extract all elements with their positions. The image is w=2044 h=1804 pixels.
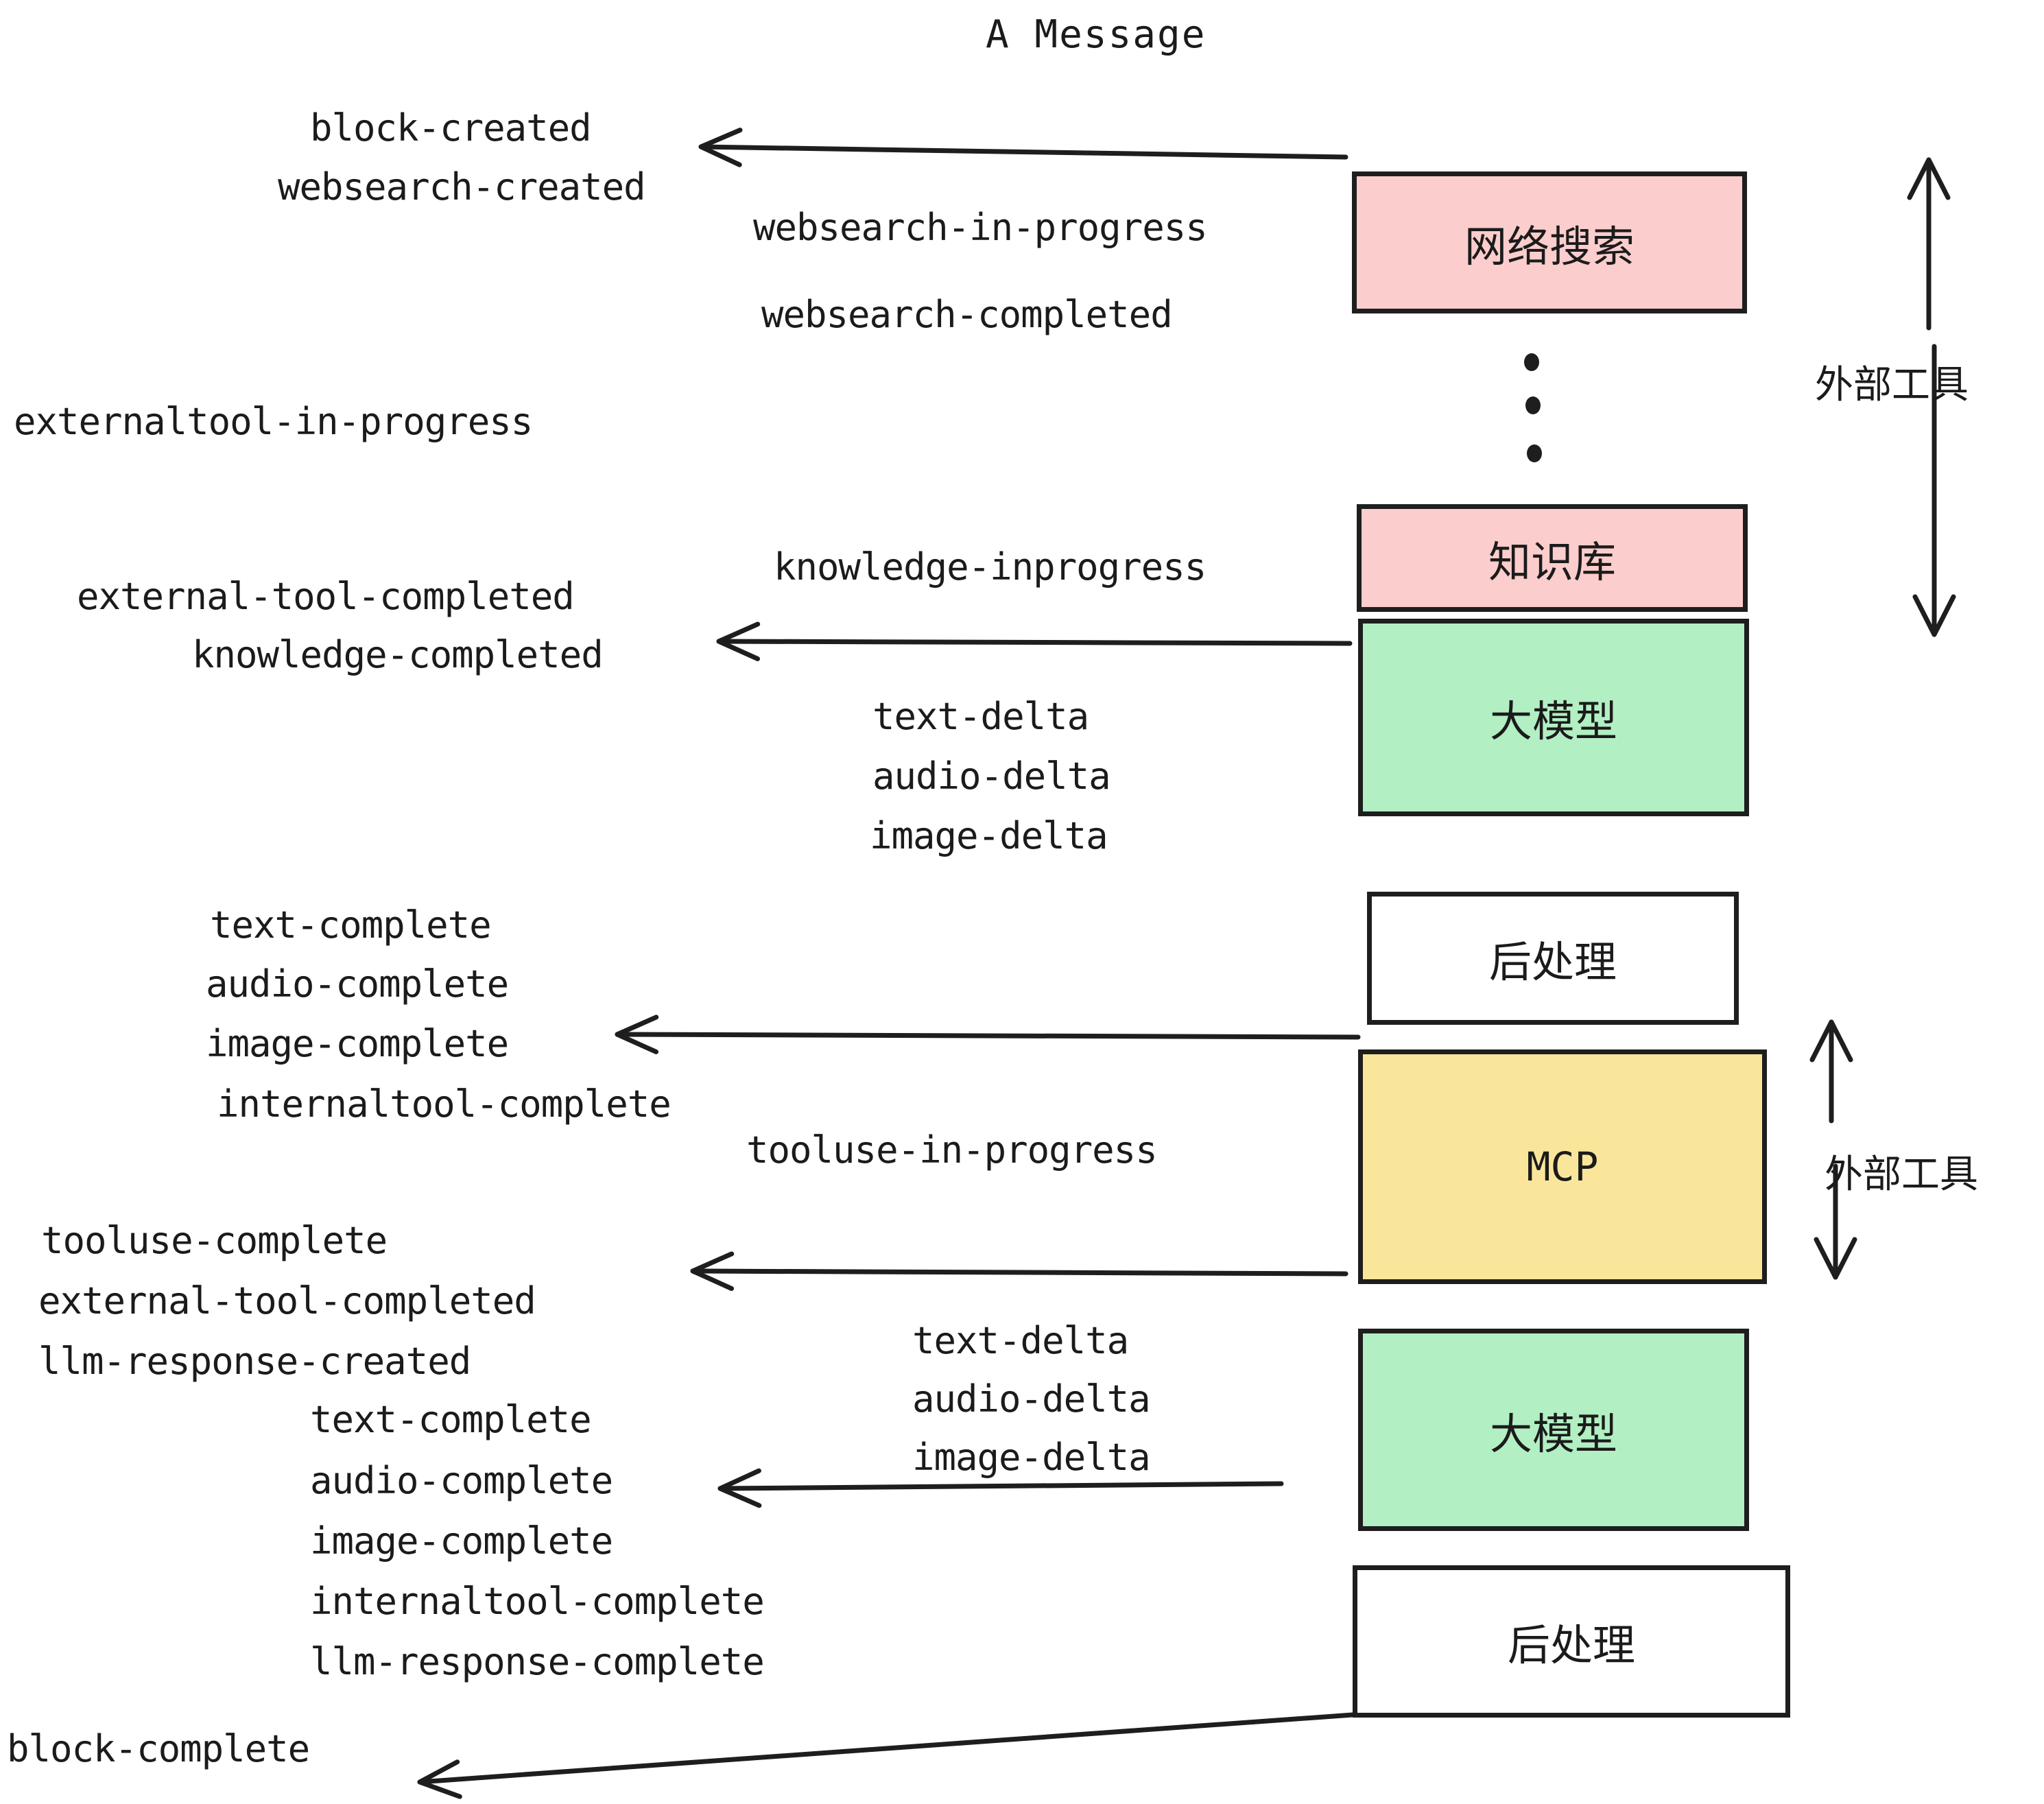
box-postprocess-1: 后处理 [1367,892,1739,1025]
box-knowledge: 知识库 [1357,504,1748,612]
event-label-tooluse-complete: tooluse-complete [41,1219,388,1262]
box-websearch: 网络搜索 [1352,171,1747,313]
external-tool-arrow-up-bottom-head [1809,1019,1853,1063]
box-postprocess-2: 后处理 [1353,1565,1790,1718]
event-label-knowledge-inprogress: knowledge-inprogress [774,545,1207,589]
arrow-websearch-to-left [698,144,1348,160]
event-label-internaltool-complete-2: internaltool-complete [310,1580,765,1623]
box-llm-1: 大模型 [1358,619,1749,816]
arrow-mcp-to-left-head [615,1014,659,1054]
event-label-text-delta-1: text-delta [872,695,1089,738]
event-label-audio-delta-2: audio-delta [912,1377,1151,1421]
event-label-websearch-in-progress: websearch-in-progress [753,206,1208,249]
event-label-text-complete-1: text-complete [210,903,492,947]
arrow-knowledge-to-left [716,639,1353,646]
box-label-llm-1: 大模型 [1489,696,1617,746]
event-label-image-delta-2: image-delta [912,1436,1151,1479]
arrow-postprocess2-to-left-head [417,1759,462,1799]
event-label-block-complete: block-complete [7,1727,310,1770]
event-label-knowledge-completed: knowledge-completed [192,633,604,676]
box-label-knowledge: 知识库 [1488,536,1616,587]
event-label-audio-complete-1: audio-complete [206,962,509,1006]
external-tool-arrow-down-bottom-head [1814,1237,1857,1280]
event-label-block-created: block-created [310,106,592,150]
arrow-mcp-to-left [615,1032,1361,1040]
external-tool-arrow-down-top-head [1912,594,1956,637]
event-label-image-complete-2: image-complete [310,1519,613,1563]
event-label-llm-response-created: llm-response-created [38,1340,471,1383]
event-label-external-tool-completed-1: external-tool-completed [77,575,575,618]
event-label-image-complete-1: image-complete [206,1022,509,1065]
box-label-websearch: 网络搜索 [1464,221,1635,272]
event-label-llm-response-complete: llm-response-complete [310,1640,765,1683]
ellipsis-dot-2 [1525,396,1541,414]
ellipsis-dot-1 [1524,353,1539,371]
arrow-postprocess-to-left [690,1268,1348,1277]
event-label-external-tool-completed-2: external-tool-completed [38,1279,536,1322]
event-label-internaltool-complete-1: internaltool-complete [217,1082,672,1126]
arrow-postprocess2-to-left [417,1712,1355,1785]
box-label-postprocess-1: 后处理 [1488,937,1617,987]
side-label-external-tool-top: 外部工具 [1815,363,1969,407]
event-label-audio-complete-2: audio-complete [310,1459,613,1502]
box-mcp: MCP [1358,1049,1767,1284]
arrow-llm2-to-left [717,1481,1284,1491]
event-label-image-delta-1: image-delta [870,814,1108,857]
arrow-llm2-to-left-head [717,1468,762,1508]
arrow-websearch-to-left-head [698,128,743,167]
event-label-text-complete-2: text-complete [310,1398,592,1441]
side-label-external-tool-bottom: 外部工具 [1825,1152,1978,1197]
page-title: A Message [986,12,1207,57]
arrow-knowledge-to-left-head [716,621,761,661]
event-label-audio-delta-1: audio-delta [872,755,1111,798]
event-label-tooluse-in-progress: tooluse-in-progress [746,1128,1158,1172]
event-label-websearch-created: websearch-created [278,165,646,209]
ellipsis-dot-3 [1527,444,1542,462]
event-label-externaltool-in-progress: externaltool-in-progress [14,400,533,443]
event-label-websearch-completed: websearch-completed [761,293,1173,336]
box-label-mcp: MCP [1526,1143,1599,1190]
box-label-llm-2: 大模型 [1489,1408,1617,1459]
external-tool-arrow-up-top-head [1907,157,1951,200]
arrow-postprocess-to-left-head [690,1251,735,1292]
event-label-text-delta-2: text-delta [912,1319,1129,1362]
box-label-postprocess-2: 后处理 [1507,1620,1635,1670]
box-llm-2: 大模型 [1358,1329,1749,1531]
